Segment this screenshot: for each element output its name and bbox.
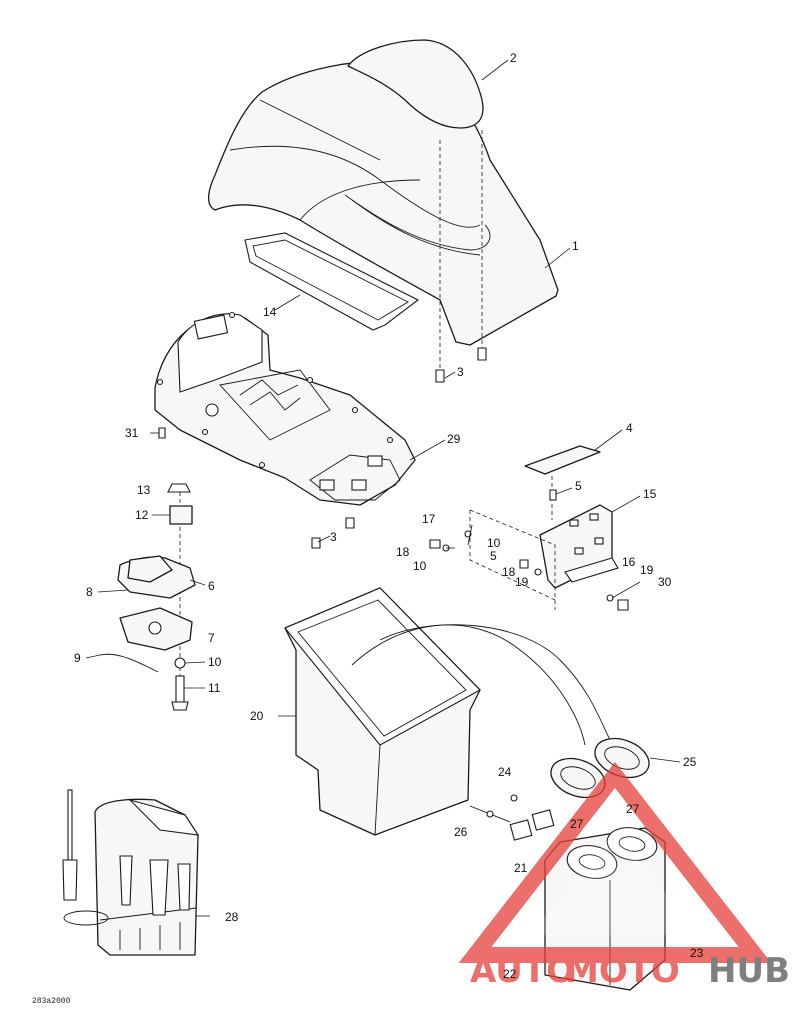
part-16-strip (564, 557, 619, 583)
callout-14: 14 (263, 305, 277, 319)
callout-10-right: 10 (487, 536, 501, 550)
part-29-base (154, 311, 416, 506)
callout-19-left: 19 (515, 575, 529, 589)
watermark-hub: HUB (708, 951, 790, 991)
part-20-bin (284, 587, 611, 836)
callout-8: 8 (86, 585, 93, 599)
drawing-code: 283a2000 (32, 997, 71, 1006)
callout-26: 26 (454, 825, 468, 839)
part-4-bracket (524, 445, 601, 475)
callout-10-latch: 10 (208, 655, 222, 669)
callout-4: 4 (626, 421, 633, 435)
callout-16: 16 (622, 555, 636, 569)
callout-3-lower: 3 (330, 530, 337, 544)
callout-15: 15 (643, 487, 657, 501)
callout-11: 11 (208, 681, 221, 695)
watermark-logo: AUTO MOTO HUB (458, 761, 790, 991)
leader-lines (85, 59, 681, 917)
callout-12: 12 (135, 508, 149, 522)
callout-24: 24 (498, 765, 512, 779)
callout-1: 1 (572, 239, 579, 253)
callout-3-top: 3 (457, 365, 464, 379)
callout-18-right: 18 (502, 565, 516, 579)
callout-18-left: 18 (396, 545, 410, 559)
callout-22: 22 (503, 967, 517, 981)
small-fasteners-right (429, 489, 629, 611)
callout-10-left: 10 (413, 559, 427, 573)
callout-19-right: 19 (640, 563, 654, 577)
callout-28: 28 (225, 910, 239, 924)
callout-29: 29 (447, 432, 461, 446)
callout-6: 6 (208, 579, 215, 593)
callout-5-top: 5 (575, 479, 582, 493)
callout-7: 7 (208, 631, 215, 645)
callout-20: 20 (250, 709, 264, 723)
callout-27-top: 27 (626, 802, 640, 816)
callout-9: 9 (74, 651, 81, 665)
part-31-screw (158, 427, 166, 439)
callout-21: 21 (514, 861, 528, 875)
callout-23: 23 (690, 946, 704, 960)
callout-25: 25 (683, 755, 697, 769)
callout-2: 2 (510, 51, 517, 65)
part-14-gasket (244, 232, 420, 331)
part-1-cover (207, 60, 559, 346)
callout-31: 31 (125, 426, 139, 440)
callout-13: 13 (137, 483, 151, 497)
part-21-clips (469, 794, 555, 841)
part-2-pad (347, 39, 484, 129)
watermark-moto: MOTO (565, 951, 680, 991)
callout-5-lower: 5 (490, 549, 497, 563)
part-3-screws-lower (311, 517, 355, 549)
watermark-auto: AUTO (470, 951, 575, 991)
callout-17: 17 (422, 512, 436, 526)
latch-assembly (99, 483, 196, 711)
part-3-screws-top (435, 130, 487, 383)
callout-30: 30 (658, 575, 672, 589)
callout-labels: 2 1 14 3 31 29 4 5 15 13 12 17 10 3 18 5… (74, 51, 704, 981)
part-28-toolkit (62, 789, 200, 956)
callout-27-left: 27 (570, 817, 584, 831)
